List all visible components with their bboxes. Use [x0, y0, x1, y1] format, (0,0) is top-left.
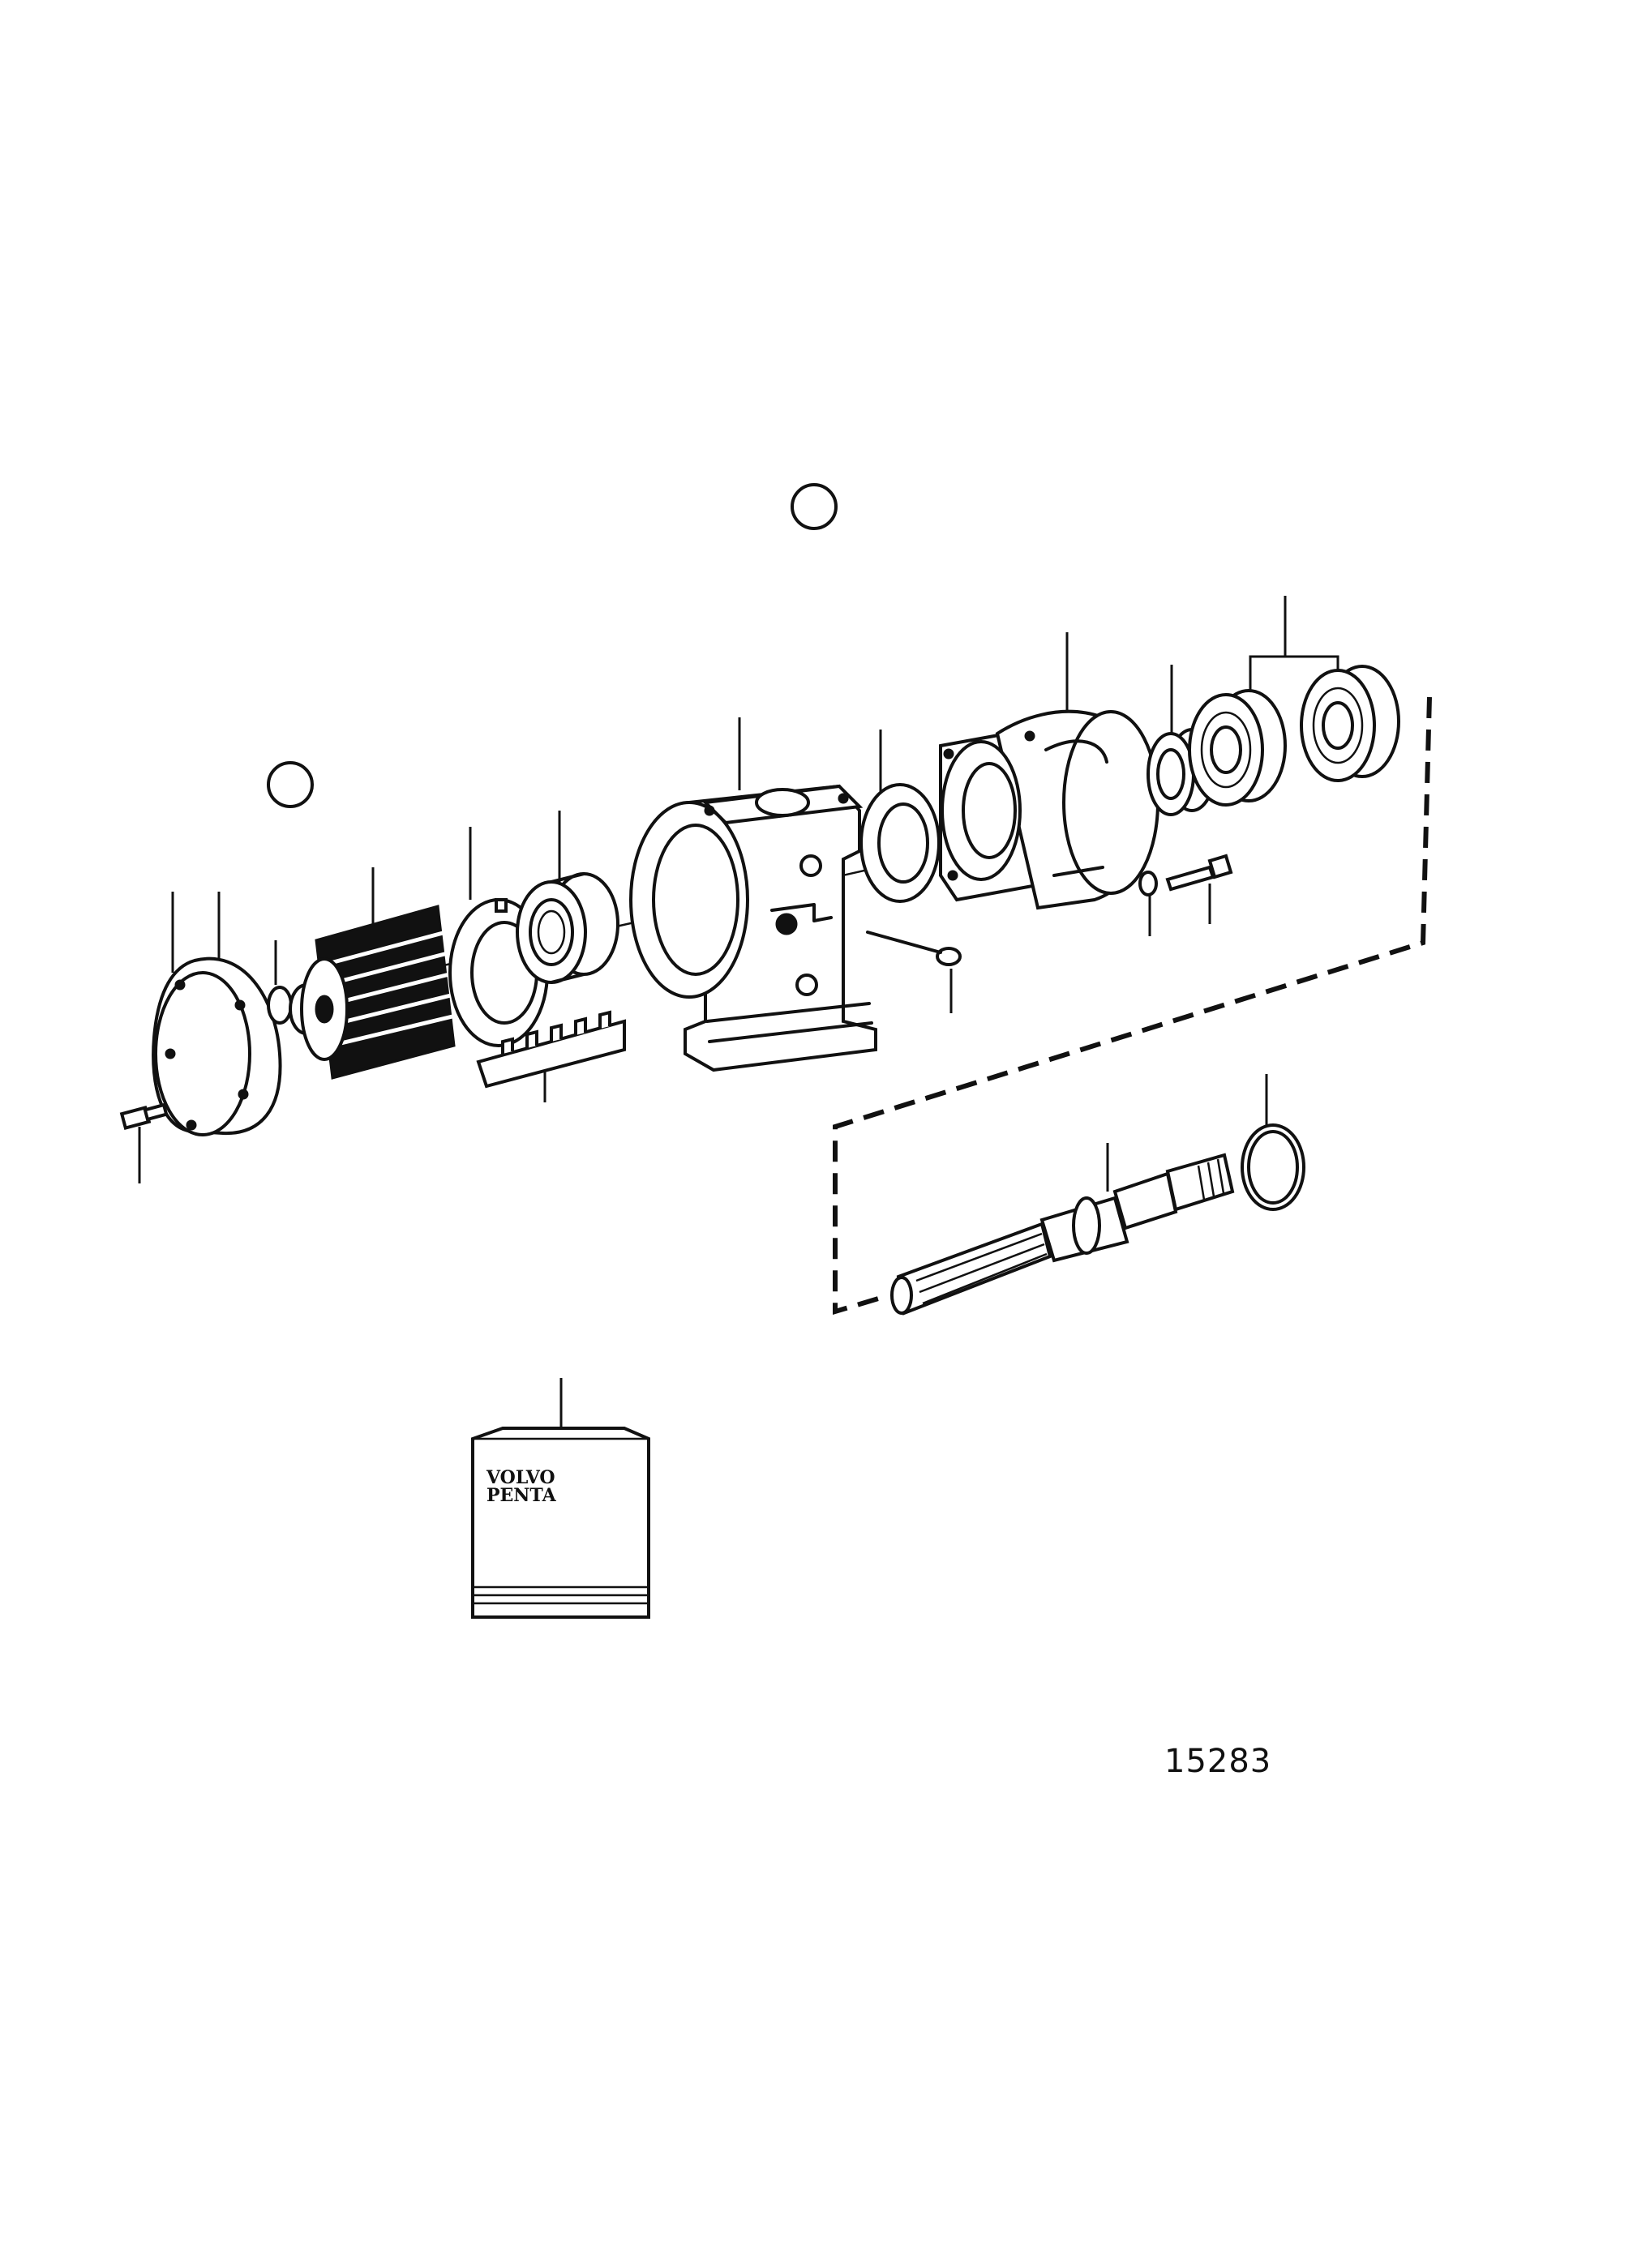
o-ring — [859, 783, 941, 903]
shaft-seal — [516, 872, 619, 984]
shaft-callout-frame — [833, 696, 1432, 1316]
pump-housing — [629, 784, 877, 1072]
figure-number: 15283 — [1164, 1743, 1272, 1780]
ball-bearing-1 — [1188, 689, 1287, 807]
cam-screw — [267, 986, 293, 1025]
kit-envelope: VOLVO PENTA — [471, 1427, 650, 1619]
brand-line-1: VOLVO — [486, 1467, 555, 1488]
bearing-housing — [939, 709, 1159, 910]
housing-screw — [866, 931, 962, 966]
reference-circle-top — [791, 483, 838, 530]
end-cover — [152, 956, 282, 1136]
cam — [476, 1010, 626, 1089]
washer — [1138, 871, 1158, 897]
pump-shaft — [890, 1153, 1235, 1316]
reference-circle-left — [267, 761, 314, 808]
impeller — [289, 905, 456, 1080]
brand-line-2: PENTA — [486, 1485, 557, 1506]
leader-lines — [138, 596, 1339, 1435]
bolt — [1165, 854, 1233, 892]
ball-bearing-2 — [1300, 665, 1400, 782]
cover-screw — [119, 1102, 169, 1131]
circlip — [1241, 1123, 1305, 1211]
